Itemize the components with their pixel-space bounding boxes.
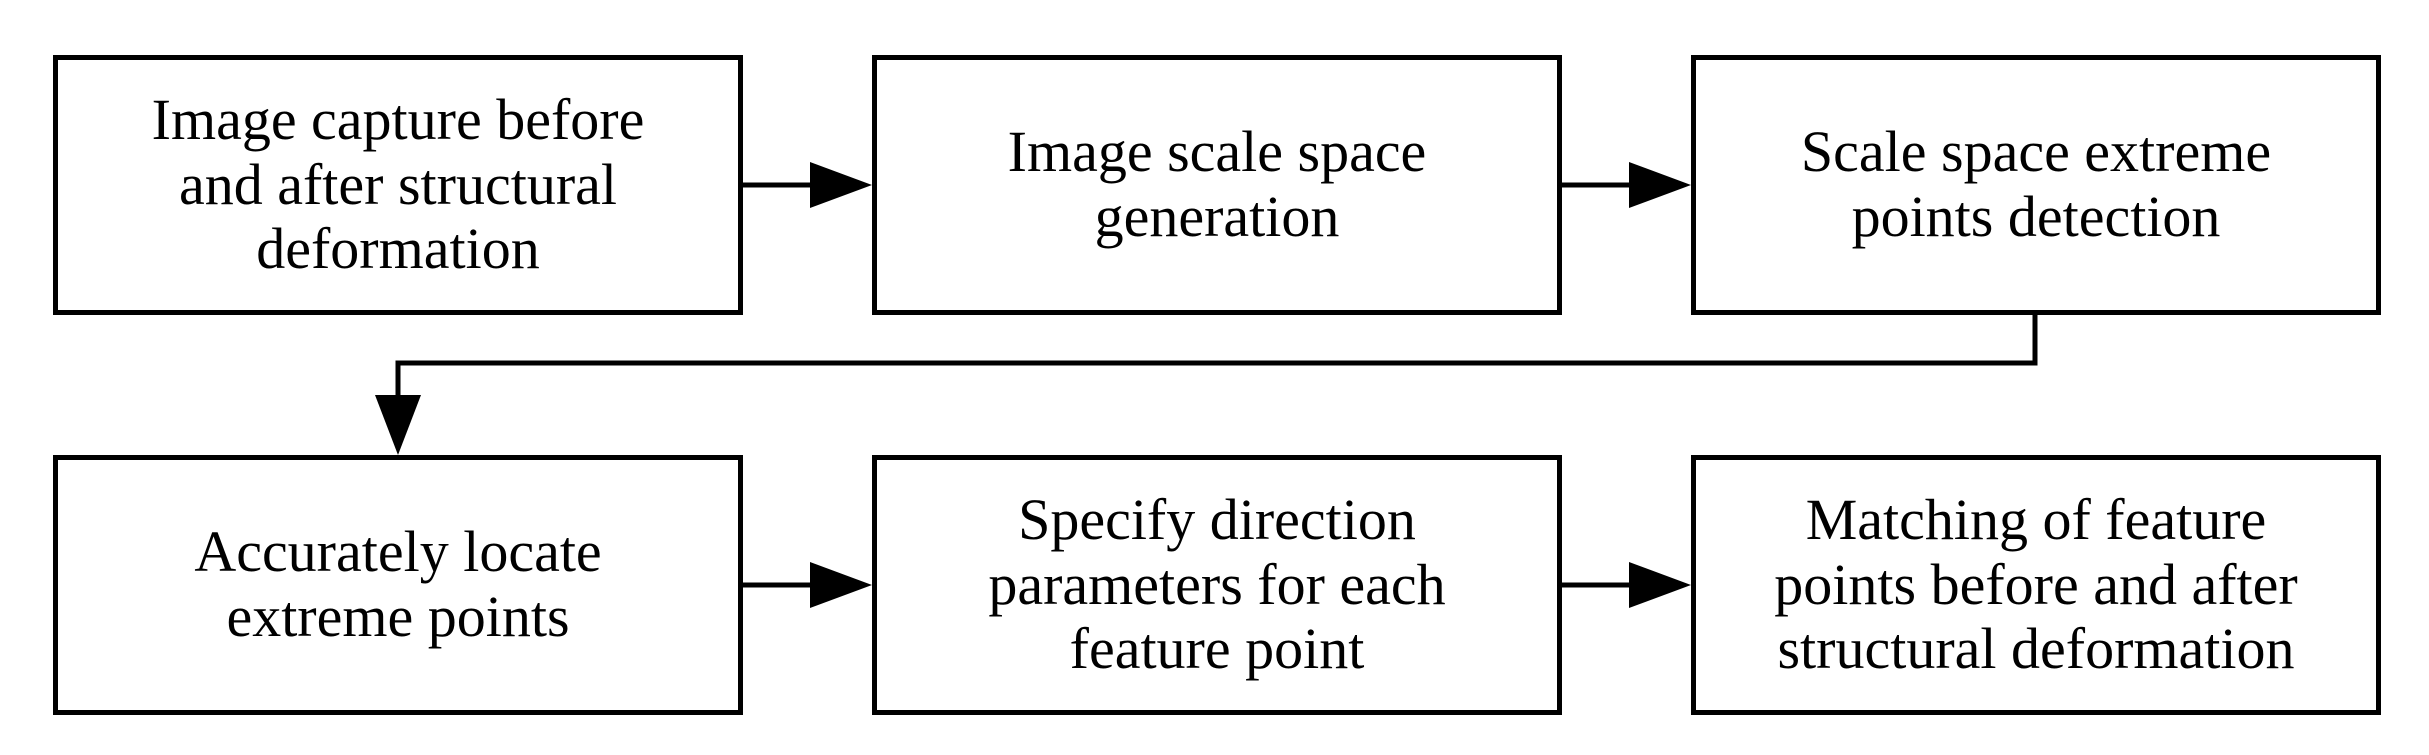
step-label: Image capture before and after structura… — [151, 86, 645, 282]
arrow-step2-to-step3 — [1562, 162, 1691, 208]
step-label: Matching of feature points before and af… — [1774, 486, 2298, 682]
arrow-step1-to-step2 — [743, 162, 872, 208]
step-feature-point-matching: Matching of feature points before and af… — [1691, 455, 2381, 715]
step-scale-space-generation: Image scale space generation — [872, 55, 1562, 315]
step-specify-direction-parameters: Specify direction parameters for each fe… — [872, 455, 1562, 715]
arrow-step4-to-step5 — [743, 562, 872, 608]
arrow-step5-to-step6 — [1562, 562, 1691, 608]
step-label: Accurately locate extreme points — [194, 519, 602, 649]
step-label: Image scale space generation — [1007, 119, 1427, 249]
step-locate-extreme-points: Accurately locate extreme points — [53, 455, 743, 715]
step-label: Scale space extreme points detection — [1800, 119, 2272, 249]
arrow-step3-to-step4 — [375, 315, 2038, 455]
step-label: Specify direction parameters for each fe… — [988, 486, 1446, 682]
step-extreme-points-detection: Scale space extreme points detection — [1691, 55, 2381, 315]
step-image-capture: Image capture before and after structura… — [53, 55, 743, 315]
